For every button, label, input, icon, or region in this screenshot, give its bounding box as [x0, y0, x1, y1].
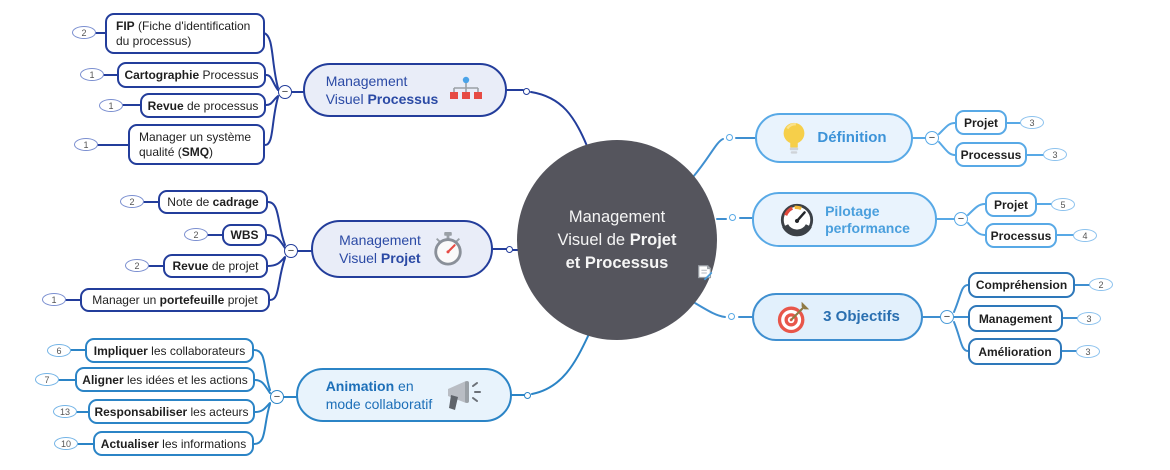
count-badge[interactable]: 7 — [35, 373, 59, 386]
topic-label: Amélioration — [978, 344, 1052, 359]
topic-label: Processus — [960, 147, 1022, 162]
topic-label: Note de cadrage — [167, 195, 259, 209]
count-badge[interactable]: 5 — [1051, 198, 1075, 211]
org-chart-icon — [450, 76, 483, 99]
branch-3-objectifs[interactable]: 3 Objectifs — [752, 293, 923, 341]
branch-animation-collaborative[interactable]: Animation en mode collaboratif — [296, 368, 512, 422]
topic-label: Projet — [993, 197, 1028, 212]
topic-impliquer[interactable]: Impliquer les collaborateurs — [85, 338, 254, 363]
topic-portefeuille-projet[interactable]: Manager un portefeuille projet — [80, 288, 270, 312]
count-badge[interactable]: 2 — [125, 259, 149, 272]
branch-label: Pilotage performance — [825, 202, 910, 236]
collapse-button[interactable]: − — [940, 310, 954, 324]
megaphone-icon — [448, 381, 482, 410]
topic-label: Manager un système qualité (SMQ) — [139, 129, 252, 159]
connection-dot — [726, 134, 733, 141]
collapse-button[interactable]: − — [278, 85, 292, 99]
count-badge[interactable]: 6 — [47, 344, 71, 357]
count-badge[interactable]: 1 — [99, 99, 123, 112]
topic-fip[interactable]: FIP (Fiche d'identification du processus… — [105, 13, 265, 54]
collapse-button[interactable]: − — [925, 131, 939, 145]
topic-label: WBS — [230, 228, 259, 242]
collapse-button[interactable]: − — [270, 390, 284, 404]
topic-cartographie[interactable]: Cartographie Processus — [117, 62, 266, 88]
stopwatch-icon — [434, 232, 462, 266]
branch-management-visuel-projet[interactable]: Management Visuel Projet — [311, 220, 493, 278]
topic-management[interactable]: Management — [968, 305, 1063, 332]
collapse-button[interactable]: − — [954, 212, 968, 226]
topic-label: Management — [978, 311, 1053, 326]
count-badge[interactable]: 3 — [1076, 345, 1100, 358]
count-badge[interactable]: 2 — [1089, 278, 1113, 291]
topic-revue-processus[interactable]: Revue de processus — [140, 93, 266, 118]
topic-aligner[interactable]: Aligner les idées et les actions — [75, 367, 255, 392]
topic-label: FIP (Fiche d'identification du processus… — [116, 18, 251, 48]
topic-comprehension[interactable]: Compréhension — [968, 272, 1075, 298]
central-topic-label: Management Visuel de Projet et Processus — [557, 207, 677, 272]
topic-actualiser[interactable]: Actualiser les informations — [93, 431, 254, 456]
topic-pilotage-processus[interactable]: Processus — [985, 223, 1057, 248]
count-badge[interactable]: 2 — [72, 26, 96, 39]
branch-label: Définition — [817, 129, 887, 146]
connection-dot — [506, 246, 513, 253]
branch-management-visuel-processus[interactable]: Management Visuel Processus — [303, 63, 507, 117]
connection-dot — [729, 214, 736, 221]
collapse-button[interactable]: − — [284, 244, 298, 258]
topic-responsabiliser[interactable]: Responsabiliser les acteurs — [88, 399, 255, 424]
gauge-icon — [780, 203, 814, 236]
topic-label: Cartographie Processus — [124, 68, 259, 82]
branch-label: Management Visuel Projet — [339, 232, 421, 266]
count-badge[interactable]: 10 — [54, 437, 78, 450]
central-topic[interactable]: Management Visuel de Projet et Processus — [517, 140, 717, 340]
topic-label: Revue de processus — [147, 98, 259, 113]
topic-label: Manager un portefeuille projet — [92, 293, 258, 307]
count-badge[interactable]: 3 — [1043, 148, 1067, 161]
branch-label: Management Visuel Processus — [325, 73, 439, 107]
topic-pilotage-projet[interactable]: Projet — [985, 192, 1037, 217]
count-badge[interactable]: 1 — [42, 293, 66, 306]
connection-dot — [728, 313, 735, 320]
topic-label: Processus — [990, 228, 1052, 243]
topic-label: Aligner les idées et les actions — [82, 372, 248, 387]
branch-definition[interactable]: Définition — [755, 113, 913, 163]
topic-wbs[interactable]: WBS — [222, 224, 267, 246]
topic-label: Actualiser les informations — [100, 436, 247, 451]
count-badge[interactable]: 1 — [74, 138, 98, 151]
topic-definition-processus[interactable]: Processus — [955, 142, 1027, 167]
topic-definition-projet[interactable]: Projet — [955, 110, 1007, 135]
count-badge[interactable]: 2 — [120, 195, 144, 208]
count-badge[interactable]: 1 — [80, 68, 104, 81]
topic-label: Responsabiliser les acteurs — [94, 404, 249, 419]
count-badge[interactable]: 4 — [1073, 229, 1097, 242]
count-badge[interactable]: 3 — [1077, 312, 1101, 325]
topic-label: Impliquer les collaborateurs — [93, 343, 246, 358]
topic-revue-de-projet[interactable]: Revue de projet — [163, 254, 268, 278]
branch-label: Animation en mode collaboratif — [325, 378, 433, 412]
note-icon[interactable] — [696, 264, 714, 287]
count-badge[interactable]: 3 — [1020, 116, 1044, 129]
branch-pilotage-performance[interactable]: Pilotage performance — [752, 192, 937, 247]
count-badge[interactable]: 2 — [184, 228, 208, 241]
lightbulb-icon — [784, 122, 805, 154]
topic-label: Compréhension — [975, 278, 1068, 292]
count-badge[interactable]: 13 — [53, 405, 77, 418]
topic-note-de-cadrage[interactable]: Note de cadrage — [158, 190, 268, 214]
topic-amelioration[interactable]: Amélioration — [968, 338, 1062, 365]
topic-label: Revue de projet — [172, 259, 259, 273]
connection-dot — [523, 88, 530, 95]
topic-smq[interactable]: Manager un système qualité (SMQ) — [128, 124, 265, 165]
topic-label: Projet — [963, 115, 998, 130]
connection-dot — [524, 392, 531, 399]
branch-label: 3 Objectifs — [823, 308, 900, 325]
target-icon — [777, 301, 810, 334]
